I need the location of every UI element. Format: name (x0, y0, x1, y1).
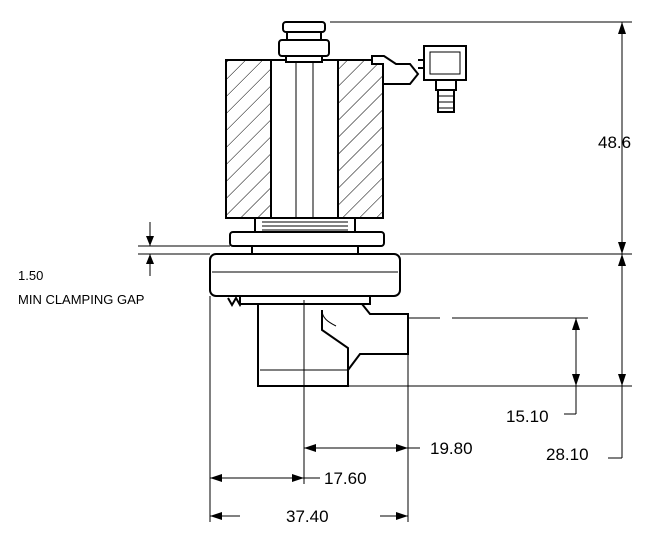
dim-outlet-height (408, 317, 588, 415)
clamp-nut (229, 217, 385, 255)
dim-clamping-gap (138, 222, 230, 276)
dim-label-outlet-height: 15.10 (506, 407, 549, 426)
armature-tube (270, 59, 339, 219)
coil-right-hatch (338, 60, 383, 218)
dim-outlet-offset (304, 444, 420, 452)
solenoid-coil (225, 59, 384, 219)
dim-overall-height (330, 21, 632, 255)
coil-left-hatch (226, 60, 271, 218)
dim-centerline-offset (210, 474, 320, 482)
dim-label-overall-width: 37.40 (286, 507, 329, 526)
dim-overall-width (210, 512, 408, 520)
dim-label-outlet-offset: 19.80 (430, 439, 473, 458)
dim-body-height (348, 254, 632, 459)
dim-label-overall-height: 48.6 (598, 133, 631, 152)
stem-nut (278, 21, 330, 63)
valve-body (209, 253, 409, 387)
dim-label-clamping-gap: 1.50 (18, 268, 43, 283)
clamping-gap-note: MIN CLAMPING GAP (18, 292, 144, 307)
electrical-connector (371, 45, 467, 113)
dim-label-centerline-offset: 17.60 (324, 469, 367, 488)
dim-label-body-height: 28.10 (546, 445, 589, 464)
